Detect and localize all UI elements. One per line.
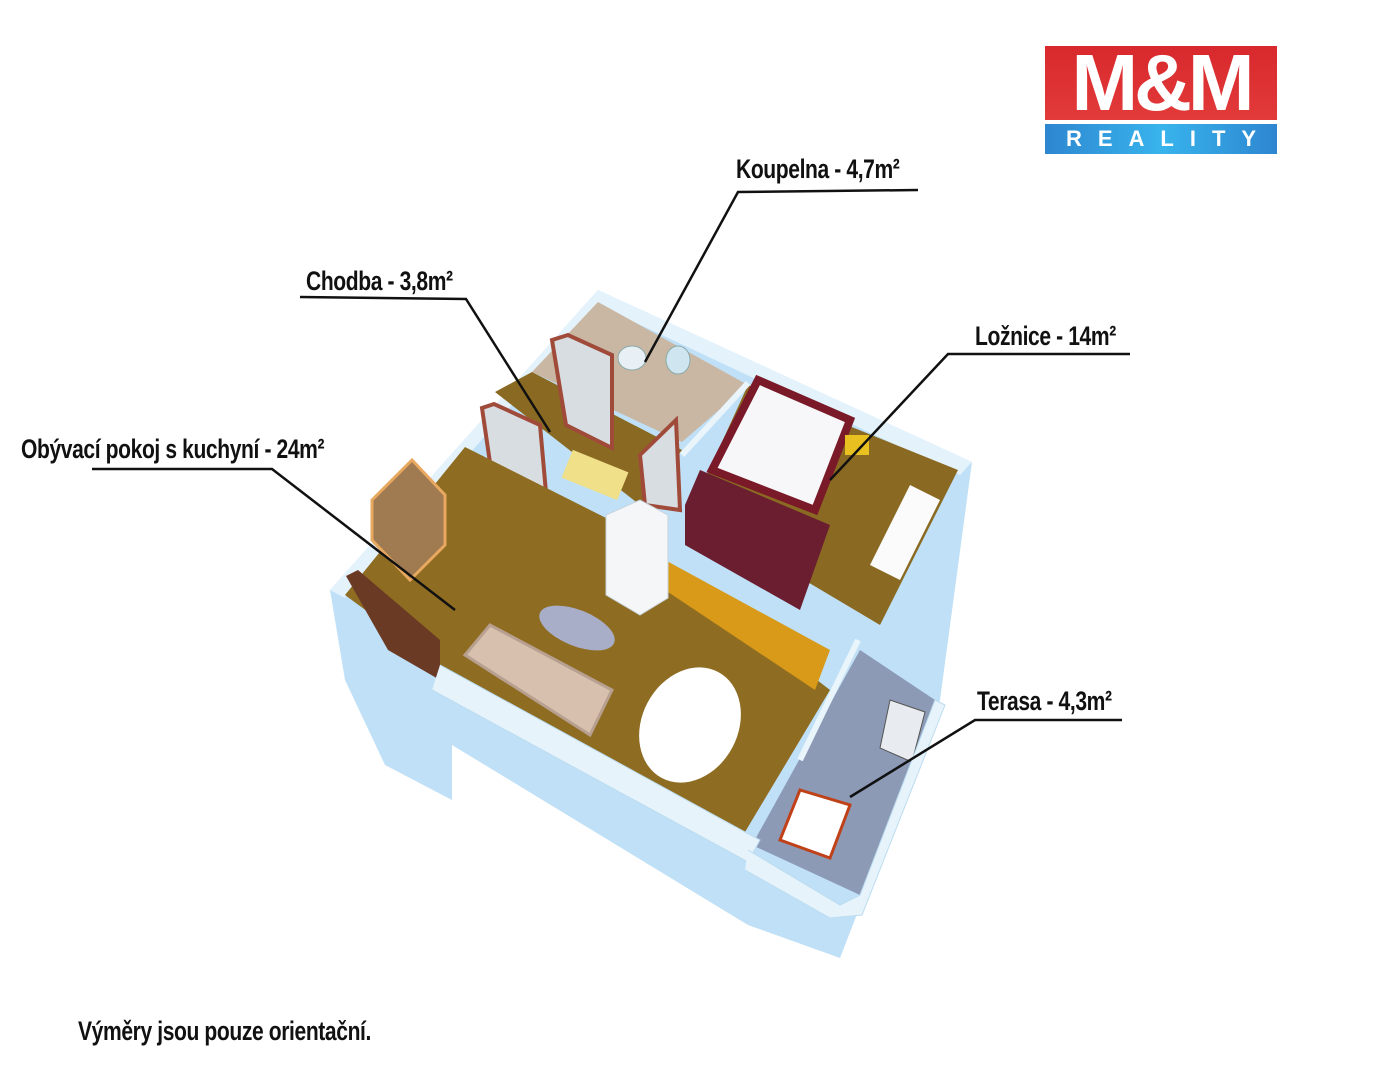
bathroom-door [549,332,614,452]
hall-bench [561,449,629,501]
logo-wordmark: REALITY [1045,124,1277,154]
nightstand [845,435,869,455]
room-label-chodba: Chodba - 3,8m² [306,266,453,296]
front-wall [431,664,761,863]
toilet [617,345,647,371]
entrance-door [346,570,440,680]
dining-table [639,667,741,783]
coffee-table [539,605,615,651]
terrace-partition [797,638,861,762]
wardrobe [685,470,830,610]
fridge [605,499,669,616]
kitchen-counter [650,560,830,690]
bedroom-shelf [870,485,940,580]
bed [706,374,856,516]
terrace-wall [744,699,946,919]
obyvaci-leader [92,467,456,611]
sofa [462,623,614,738]
room-label-terasa: Terasa - 4,3m² [977,686,1112,716]
room-label-obyvaci-pokoj: Obývací pokoj s kuchyní - 24m² [21,434,325,464]
logo-mark: M&M [1045,46,1277,120]
bedroom-wall [679,380,751,458]
room-label-loznice: Ložnice - 14m² [975,321,1116,351]
deck-chair [778,788,852,860]
terasa-leader [849,718,1122,799]
loznice-leader [829,352,1130,481]
chodba-leader [299,295,552,433]
bookshelf [370,457,447,583]
brand-logo: M&M REALITY [1045,46,1277,154]
hallway-floor [495,372,682,505]
bidet [665,345,691,375]
bedroom-door [637,415,683,513]
room-label-koupelna: Koupelna - 4,7m² [736,154,900,184]
leader-lines [92,188,1130,799]
bathroom-floor [532,302,748,442]
koupelna-leader [643,188,919,363]
footer-note: Výměry jsou pouze orientační. [78,1016,371,1046]
